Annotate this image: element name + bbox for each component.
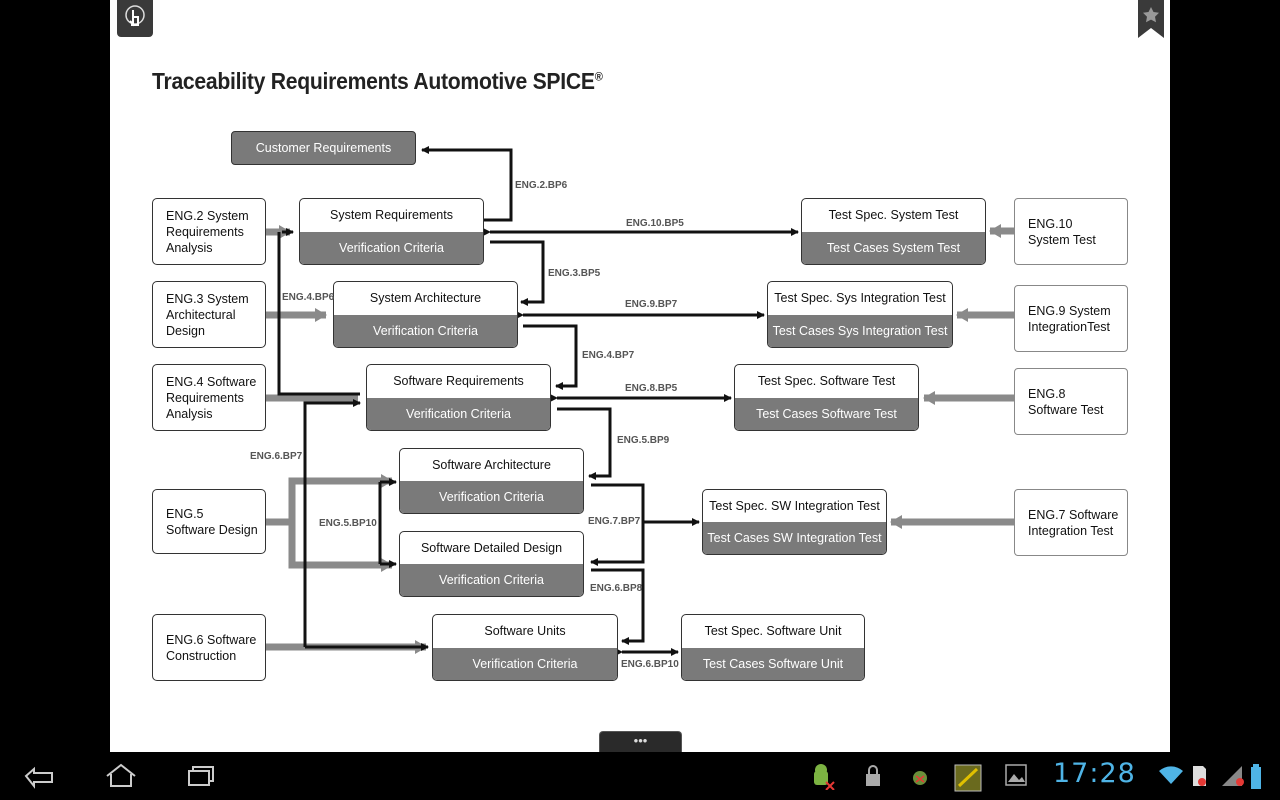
label-eng8-bp5: ENG.8.BP5: [625, 383, 678, 394]
notes-icon: [954, 764, 982, 792]
label-eng2-bp6: ENG.2.BP6: [515, 180, 568, 191]
customer-requirements-box: Customer Requirements: [231, 131, 416, 165]
clock: 17:28: [1053, 758, 1136, 789]
touch-hand-icon: [125, 5, 145, 27]
label-eng4-bp7: ENG.4.BP7: [582, 350, 635, 361]
touch-mode-button[interactable]: [117, 0, 153, 37]
signal-icon: [1222, 766, 1244, 786]
label-eng4-bp6: ENG.4.BP6: [282, 292, 335, 303]
label-eng6-bp8: ENG.6.BP8: [590, 583, 643, 594]
back-icon[interactable]: [22, 762, 58, 790]
label-eng5-bp10: ENG.5.BP10: [319, 518, 377, 529]
lock-icon: [866, 765, 880, 786]
bookmark-button[interactable]: [1138, 0, 1164, 38]
label-eng9-bp7: ENG.9.BP7: [625, 299, 678, 310]
android-debug-icon: [814, 764, 835, 790]
bug-icon: [913, 771, 927, 785]
home-icon[interactable]: [104, 762, 138, 790]
diagram-connectors: [265, 146, 1015, 656]
recent-apps-icon[interactable]: [186, 762, 216, 790]
battery-icon: [1251, 764, 1261, 789]
sd-card-icon: [1193, 766, 1206, 786]
wifi-icon: [1159, 766, 1183, 784]
label-eng7-bp7: ENG.7.BP7: [588, 516, 641, 527]
bookmark-star-icon: [1138, 0, 1164, 38]
gallery-icon: [1005, 764, 1027, 786]
label-eng3-bp5: ENG.3.BP5: [548, 268, 601, 279]
label-eng6-bp10: ENG.6.BP10: [621, 659, 679, 670]
document-page: [110, 0, 1170, 752]
page-title: Traceability Requirements Automotive SPI…: [152, 68, 603, 94]
label-eng5-bp9: ENG.5.BP9: [617, 435, 670, 446]
label-eng6-bp7: ENG.6.BP7: [250, 451, 303, 462]
menu-handle[interactable]: •••: [599, 731, 682, 752]
label-eng10-bp5: ENG.10.BP5: [626, 218, 684, 229]
